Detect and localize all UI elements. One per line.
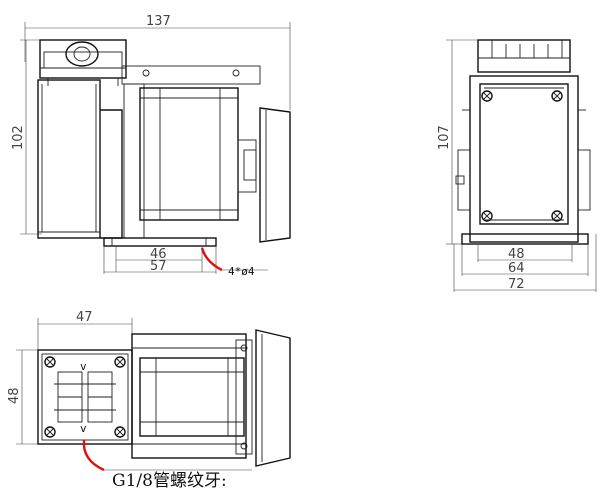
front-dim-height: 102: [11, 125, 26, 150]
side-view: 107: [437, 39, 597, 292]
side-dim-overall: 72: [508, 277, 525, 292]
svg-text:v: v: [80, 360, 87, 373]
front-dim-foot-outer: 57: [150, 259, 167, 274]
svg-text:v: v: [80, 422, 87, 435]
front-dim-foot-span: 46: [150, 247, 167, 262]
front-dim-width: 137: [146, 14, 171, 29]
top-screws: [44, 356, 126, 438]
top-dim-height: 48: [7, 387, 22, 404]
front-view: 137 102: [11, 14, 291, 278]
side-screws: [481, 90, 563, 222]
front-hole-note: 4*ø4: [228, 265, 255, 278]
top-dim-width: 47: [76, 310, 93, 325]
side-dim-hole-span: 48: [508, 247, 525, 262]
top-thread-note: G1/8管螺纹牙:: [112, 471, 227, 490]
top-view: 47 48 v v: [7, 310, 291, 490]
side-dim-height: 107: [437, 125, 452, 150]
side-dim-base: 64: [508, 261, 525, 276]
